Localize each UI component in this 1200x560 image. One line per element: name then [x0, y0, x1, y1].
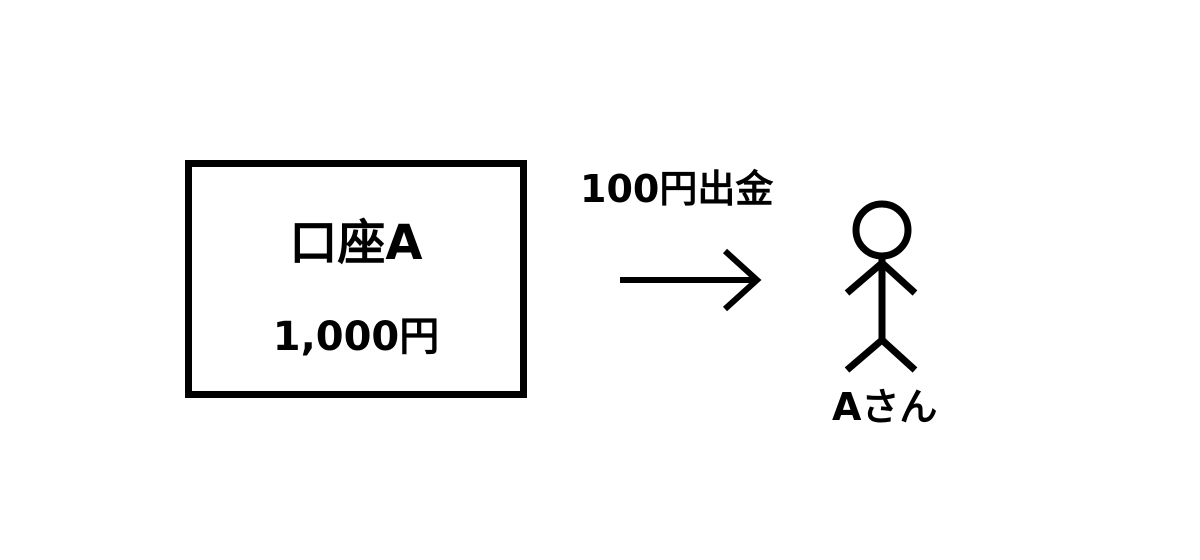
account-balance: 1,000円 [272, 314, 440, 360]
stick-figure-icon [844, 200, 918, 373]
account-name: 口座A [289, 215, 423, 271]
account-box: 口座A 1,000円 [185, 160, 527, 398]
right-arrow-icon [620, 248, 762, 312]
person-label: Aさん [832, 385, 938, 429]
withdrawal-label: 100円出金 [580, 167, 774, 211]
